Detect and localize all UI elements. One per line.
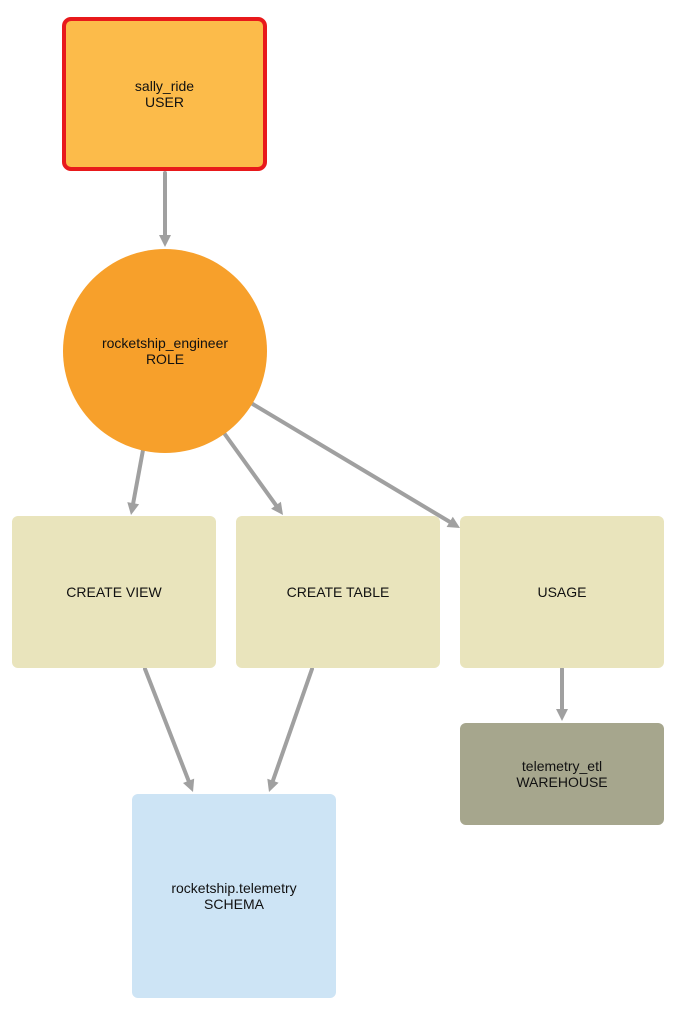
user-type: USER — [145, 94, 184, 110]
schema-type: SCHEMA — [204, 896, 264, 912]
arrowhead-icon — [183, 778, 195, 792]
privilege-node-create-view[interactable]: CREATE VIEW — [12, 516, 216, 668]
arrowhead-icon — [127, 502, 140, 515]
privilege-label: CREATE VIEW — [66, 584, 162, 600]
edge-create-view-to-schema — [143, 667, 191, 784]
edge-role-to-create-view — [131, 448, 145, 507]
privilege-node-create-table[interactable]: CREATE TABLE — [236, 516, 440, 668]
role-node[interactable]: rocketship_engineer ROLE — [63, 249, 267, 453]
privilege-node-usage[interactable]: USAGE — [460, 516, 664, 668]
warehouse-name: telemetry_etl — [521, 758, 603, 774]
arrowhead-icon — [556, 709, 568, 721]
arrowhead-icon — [159, 235, 171, 247]
arrowhead-icon — [446, 516, 460, 528]
warehouse-node[interactable]: telemetry_etl WAREHOUSE — [460, 723, 664, 825]
user-name: sally_ride — [134, 78, 195, 94]
role-type: ROLE — [145, 351, 185, 367]
arrowhead-icon — [267, 778, 279, 792]
privilege-label: USAGE — [537, 584, 587, 600]
edge-create-table-to-schema — [270, 667, 314, 784]
user-node[interactable]: sally_ride USER — [62, 17, 267, 171]
schema-name: rocketship.telemetry — [171, 880, 297, 896]
arrowhead-icon — [271, 501, 283, 515]
edge-role-to-usage — [249, 401, 453, 525]
edge-role-to-create-table — [222, 431, 279, 509]
privilege-label: CREATE TABLE — [286, 584, 390, 600]
warehouse-type: WAREHOUSE — [516, 774, 608, 790]
role-name: rocketship_engineer — [101, 335, 229, 351]
schema-node[interactable]: rocketship.telemetry SCHEMA — [132, 794, 336, 998]
